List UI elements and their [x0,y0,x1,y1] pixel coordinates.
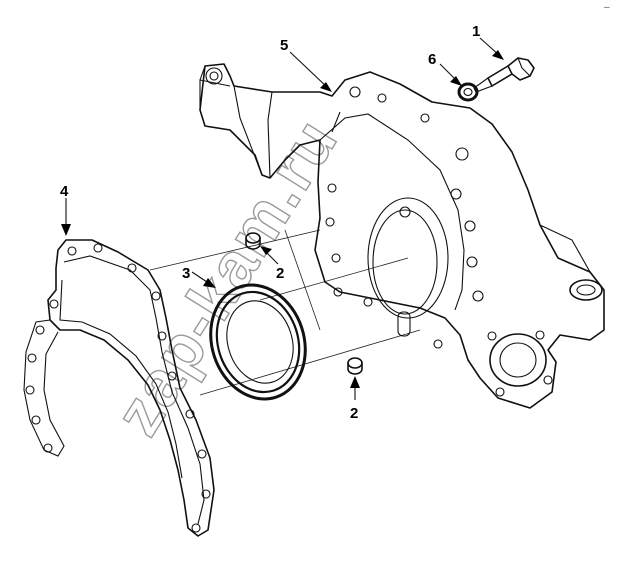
callout-1: 1 [472,23,480,40]
dowel-part-2-upper [245,232,261,250]
oil-seal-part-3 [209,283,307,401]
bolt-part-1 [473,57,535,93]
callout-arrows [61,37,504,400]
front-cover-part-5 [199,63,605,409]
callout-4: 4 [60,183,69,200]
washer-part-6 [457,82,479,102]
callout-5: 5 [280,37,288,54]
callout-6: 6 [428,51,436,68]
watermark-text: zap-kam.ru [101,106,352,448]
dowel-part-2-lower [347,357,363,375]
corner-mark: – [604,2,610,13]
callout-3: 3 [182,265,190,282]
callout-2-upper: 2 [276,265,284,282]
callout-2-lower: 2 [350,405,358,422]
alignment-lines [149,229,421,396]
gasket-part-4 [23,239,215,537]
